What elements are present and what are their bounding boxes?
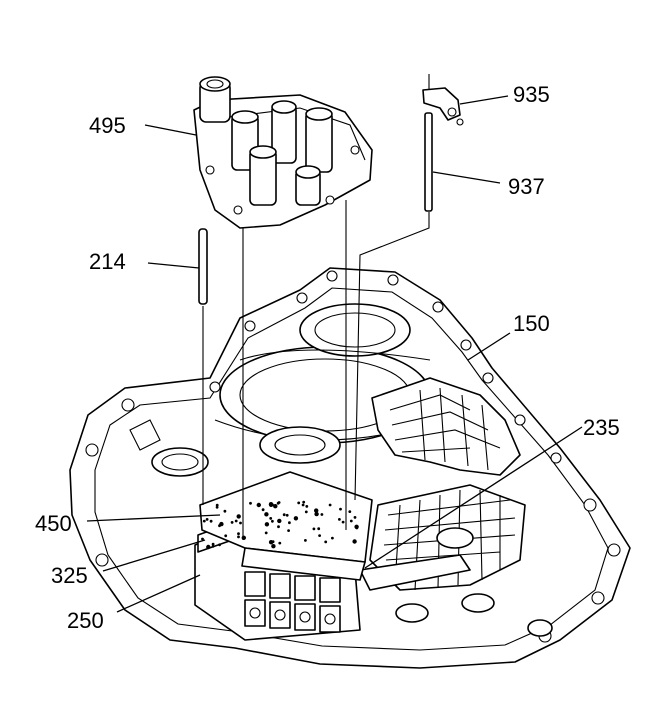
leader-lines: [86, 95, 583, 613]
plate-hole: [353, 516, 357, 519]
plate-hole: [224, 534, 228, 538]
plate-hole: [269, 517, 273, 520]
plate-hole: [349, 519, 353, 523]
plate-hole: [218, 524, 221, 528]
plate-hole: [314, 511, 319, 517]
callout-937: 937: [508, 174, 545, 199]
plate-hole: [324, 540, 328, 544]
callout-450: 450: [35, 511, 72, 536]
callout-214: 214: [89, 249, 126, 274]
plate-hole: [355, 526, 359, 530]
plate-hole: [271, 519, 274, 523]
plate-hole: [264, 512, 269, 517]
plate-hole: [230, 521, 234, 524]
plate-hole: [256, 502, 261, 508]
plate-hole: [314, 508, 319, 513]
callout-150: 150: [513, 311, 550, 336]
plate-hole: [211, 542, 215, 546]
callout-495: 495: [89, 113, 126, 138]
alignment-rod-937: [424, 112, 433, 212]
plate-hole: [264, 531, 268, 535]
plate-hole: [223, 509, 227, 513]
plate-hole: [234, 519, 238, 523]
plate-hole: [249, 501, 252, 505]
plate-hole: [331, 536, 334, 540]
callout-325: 325: [51, 563, 88, 588]
plate-hole: [304, 539, 307, 542]
plate-hole: [205, 518, 209, 521]
plate-hole: [271, 544, 276, 549]
plate-hole: [268, 540, 274, 545]
plate-hole: [304, 510, 308, 514]
plate-hole: [209, 519, 213, 523]
plate-hole: [297, 501, 301, 505]
plate-hole: [285, 513, 289, 517]
plate-hole: [341, 520, 345, 524]
plate-hole: [268, 502, 274, 507]
retainer-clip-935: [422, 74, 464, 126]
plate-hole: [287, 529, 290, 532]
plate-hole: [237, 532, 240, 536]
plate-hole: [293, 516, 299, 521]
callout-235: 235: [583, 415, 620, 440]
plate-hole: [277, 518, 282, 524]
plate-hole: [288, 521, 291, 525]
callout-935: 935: [513, 82, 550, 107]
alignment-pin-214: [198, 228, 208, 305]
plate-hole: [264, 522, 270, 527]
plate-hole: [302, 500, 306, 504]
plate-hole: [261, 508, 265, 512]
plate-hole: [320, 513, 324, 516]
plate-hole: [282, 513, 286, 517]
plate-hole: [338, 518, 341, 521]
plate-hole: [236, 514, 241, 519]
plate-hole: [218, 543, 222, 547]
plate-hole: [215, 503, 219, 507]
plate-hole: [318, 534, 321, 537]
channel-plate: [359, 377, 526, 591]
plate-hole: [352, 539, 357, 544]
plate-hole: [276, 501, 280, 505]
plate-hole: [312, 527, 316, 531]
plate-hole: [202, 519, 206, 523]
plate-hole: [278, 541, 282, 545]
plate-hole: [201, 537, 204, 541]
callout-250: 250: [67, 608, 104, 633]
alignment-lines: [202, 200, 430, 540]
plate-hole: [241, 535, 246, 540]
plate-hole: [339, 507, 342, 511]
plate-hole: [328, 503, 332, 507]
plate-hole: [348, 510, 352, 513]
plate-hole: [211, 544, 215, 548]
plate-hole: [301, 503, 305, 507]
plate-hole: [277, 525, 280, 529]
plate-hole: [317, 527, 321, 531]
solenoid-body-495: [193, 76, 373, 229]
plate-hole: [237, 535, 240, 539]
plate-hole: [206, 544, 211, 550]
plate-hole: [239, 521, 242, 525]
plate-hole: [215, 505, 219, 509]
plate-hole: [305, 505, 309, 508]
plate-hole: [273, 504, 278, 509]
